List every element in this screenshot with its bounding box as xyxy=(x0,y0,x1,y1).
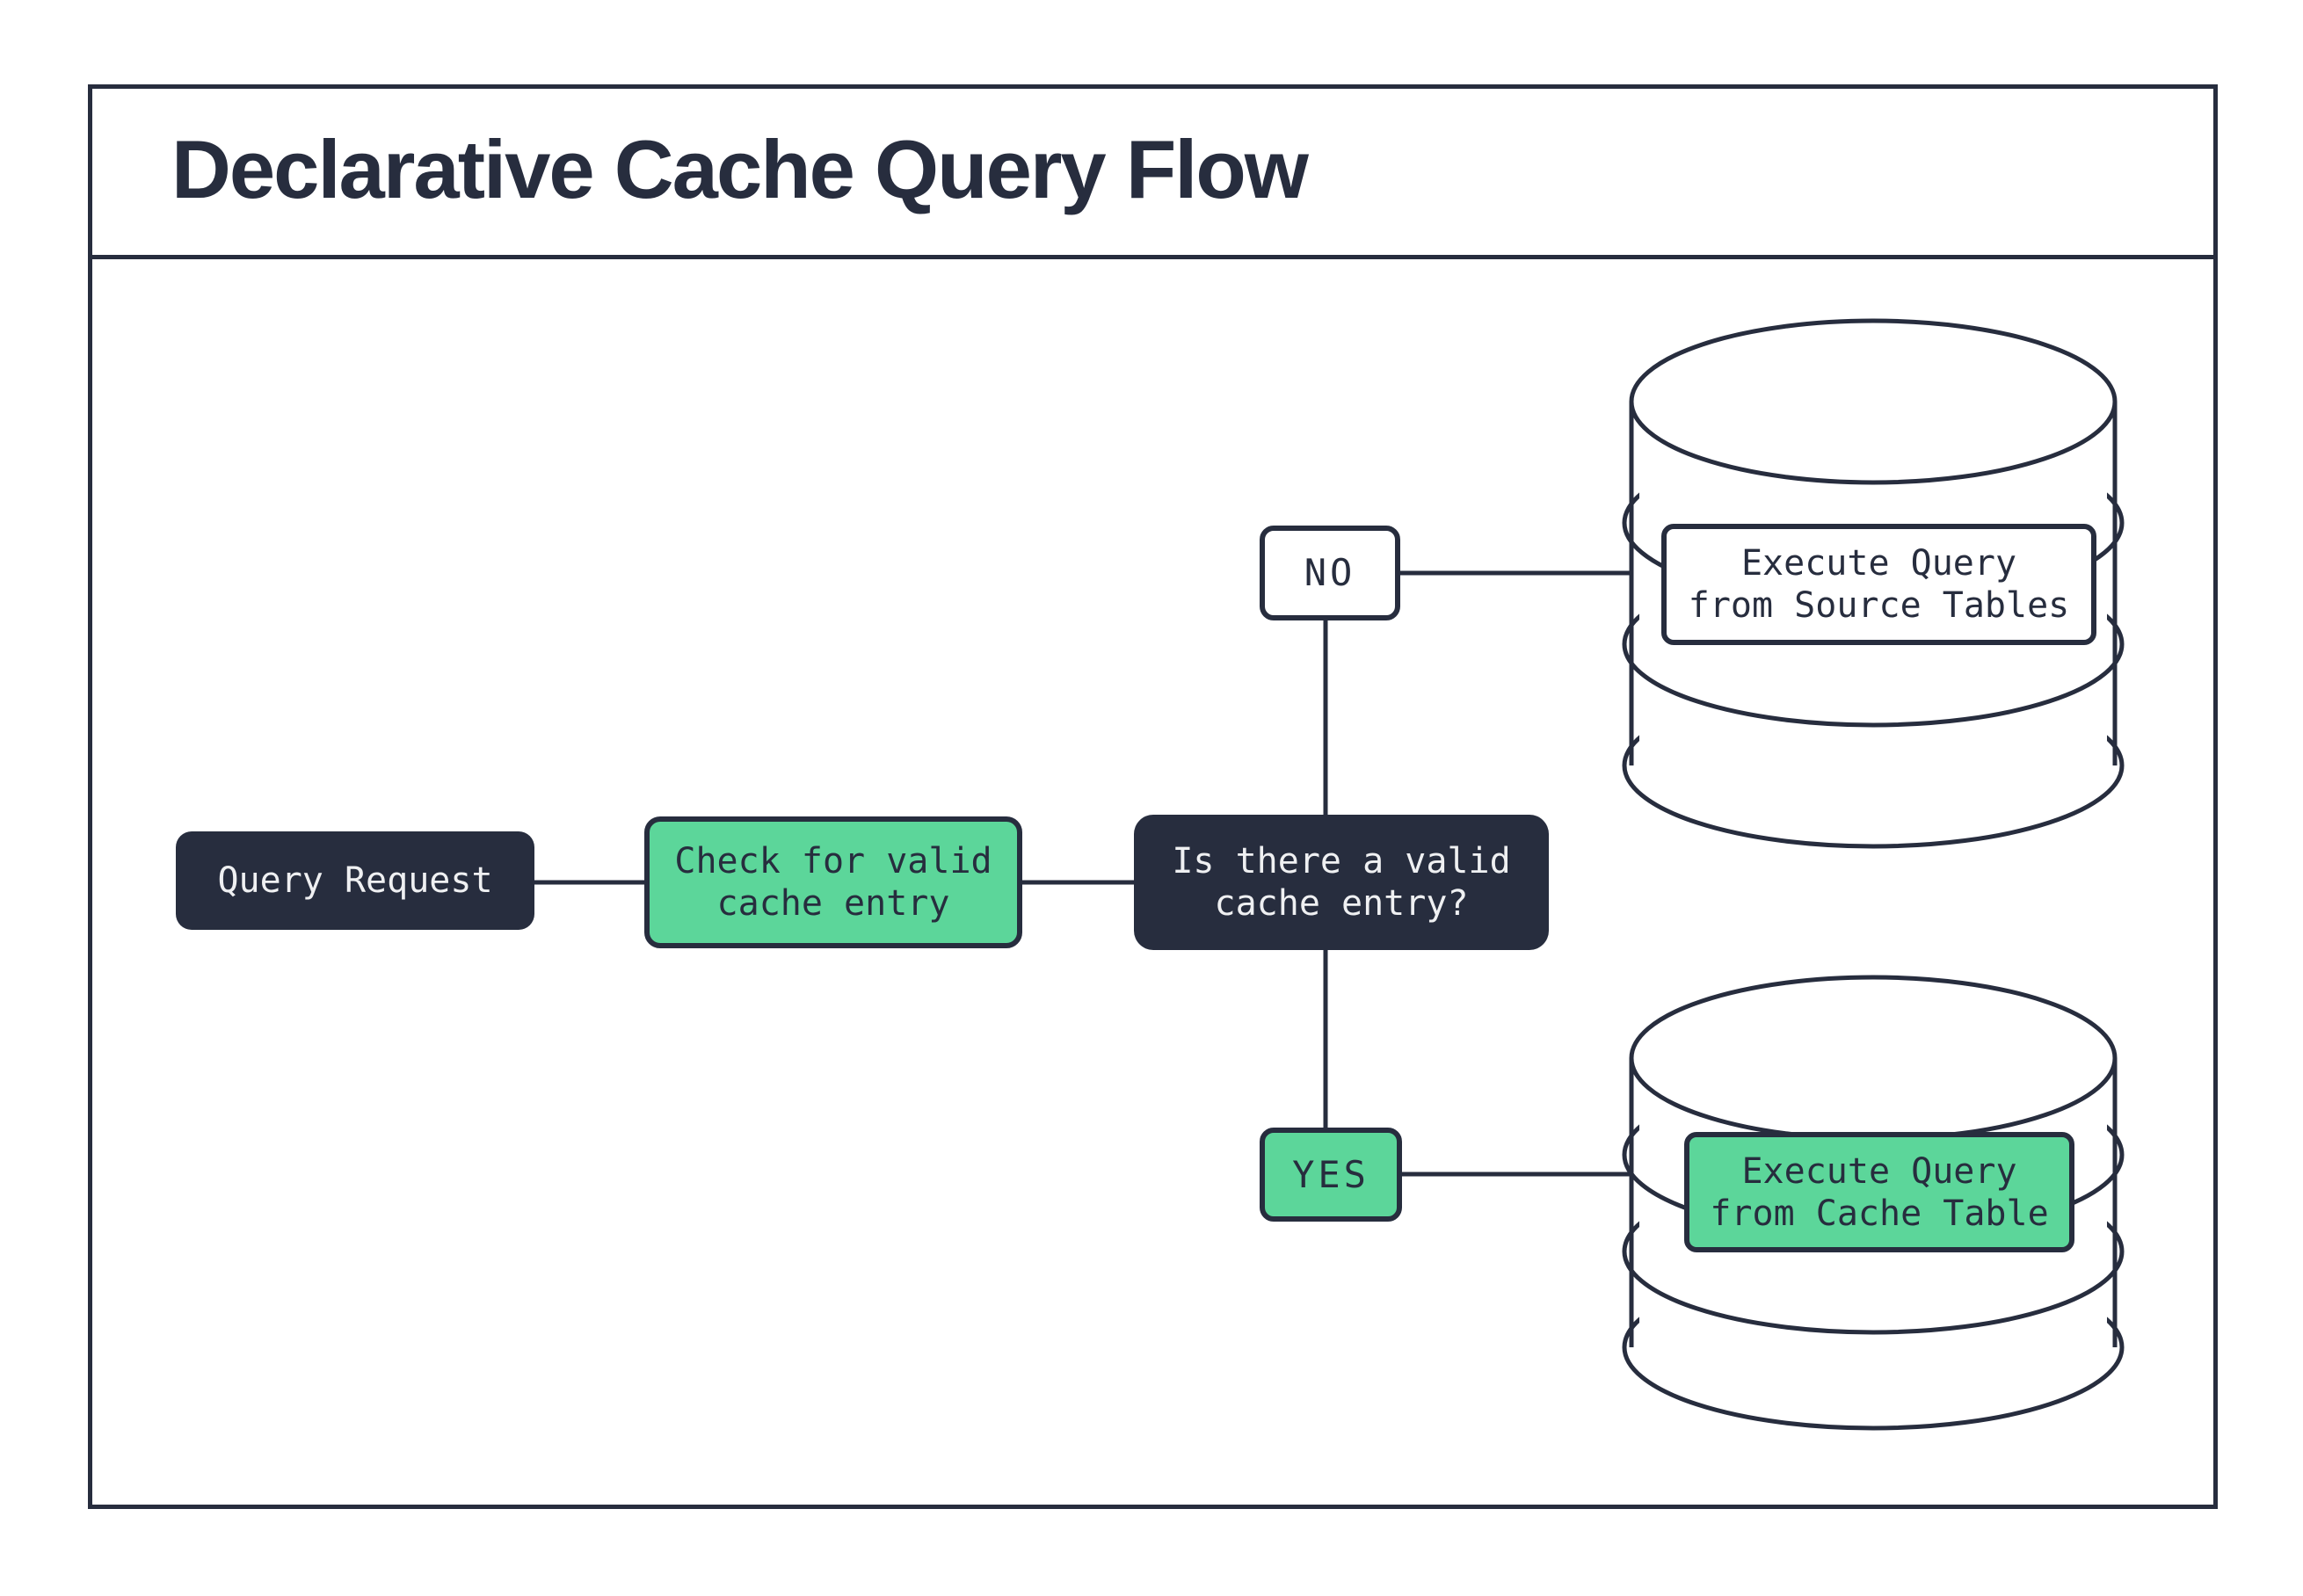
node-execute-query-source-tables: Execute Query from Source Tables xyxy=(1661,524,2096,645)
page-title: Declarative Cache Query Flow xyxy=(171,123,1309,215)
cylinder-top-ellipse xyxy=(1629,975,2118,1142)
branch-label-no: NO xyxy=(1260,526,1400,620)
connector-lines xyxy=(534,570,1633,1177)
cylinder-top-ellipse xyxy=(1629,318,2118,485)
branch-label-yes: YES xyxy=(1260,1128,1402,1222)
node-execute-query-cache-table: Execute Query from Cache Table xyxy=(1684,1132,2074,1252)
node-check-cache-entry: Check for valid cache entry xyxy=(644,816,1022,948)
diagram-frame xyxy=(88,84,2218,1509)
diagram-header: Declarative Cache Query Flow xyxy=(88,84,2218,259)
node-decision-valid-cache-entry: Is there a valid cache entry? xyxy=(1134,815,1549,950)
node-query-request: Query Request xyxy=(176,831,534,930)
